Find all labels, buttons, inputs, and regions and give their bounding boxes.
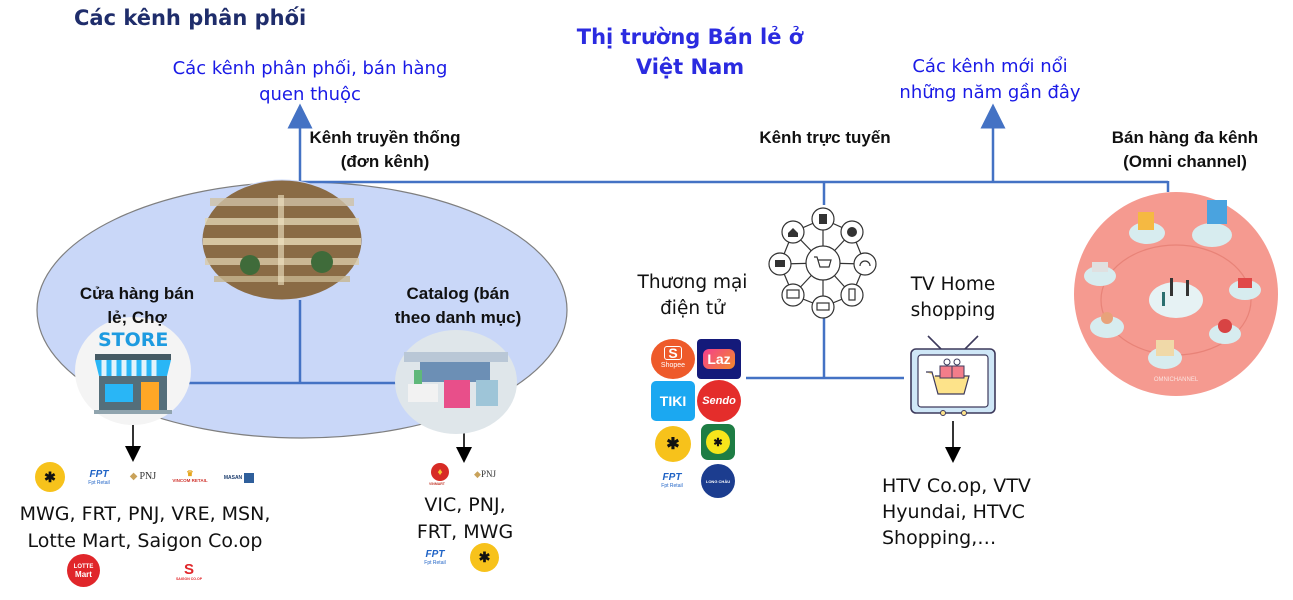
pnj-logo-catalog-text: PNJ [480,469,496,479]
catalog-label-line2: theo danh mục) [394,308,522,327]
tv-label-line2: shopping [910,300,996,321]
longchau-logo: LONG CHÂU [701,464,735,498]
traditional-label-line1: Kênh truyền thống [309,128,461,147]
shopee-logo-text: Shopee [660,362,686,369]
fpt-logo-text: FPT [89,468,109,480]
masan-logo-text: MASAN [223,475,243,481]
emerging-note-line1: Các kênh mới nổi [912,56,1068,77]
vinmart-logo: ♦ [431,463,449,481]
ecommerce-label-line2: điện tử [660,298,725,319]
vinmart-logo-text: VINMART [429,482,445,486]
catalog-players-text: VIC, PNJ, FRT, MWG [395,492,535,546]
pnj-logo-text: PNJ [139,470,157,482]
catalog-label: Catalog (bán theo danh mục) [378,282,538,330]
lazada-logo-text: Laz [703,349,735,369]
traditional-channel-label: Kênh truyền thống (đơn kênh) [300,126,470,174]
lazada-logo: Laz [697,339,741,379]
traditional-label-line2: (đơn kênh) [340,152,430,171]
mwg-logo-ecommerce: ✱ [655,426,691,462]
omnichannel-caption: OMNICHANNEL [1153,377,1199,383]
familiar-channels-note: Các kênh phân phối, bán hàng quen thuộc [150,56,470,108]
omni-label-line2: (Omni channel) [1123,152,1247,171]
section-title: Các kênh phân phối [74,6,307,30]
tv-players-line3: Shopping,… [882,527,997,549]
ecommerce-label-line1: Thương mại [637,272,748,293]
fpt-ecom-sub: Fpt Retail [661,482,683,489]
main-title-line2: Việt Nam [635,55,745,79]
emerging-note-line2: những năm gần đây [899,82,1081,103]
familiar-note-line1: Các kênh phân phối, bán hàng [172,58,448,79]
catalog-players-line1: VIC, PNJ, [424,494,506,516]
catalog-label-line1: Catalog (bán [406,284,510,303]
fpt-catalog-text: FPT [425,548,445,560]
omni-channel-label: Bán hàng đa kênh (Omni channel) [1090,126,1280,174]
tv-home-shopping-label: TV Home shopping [893,272,1013,324]
vincom-retail-logo: ♛VINCOM RETAIL [172,469,208,483]
pnj-logo-catalog: ◆PNJ [474,468,496,480]
masan-logo: MASAN [218,470,260,486]
lotte-mart-logo: LOTTE Mart [67,554,100,587]
tv-players-text: HTV Co.op, VTV Hyundai, HTVC Shopping,… [882,473,1082,551]
tv-players-line2: Hyundai, HTVC [882,501,1025,523]
catalog-players-line2: FRT, MWG [416,521,514,543]
vincom-logo-text: VINCOM RETAIL [172,478,208,483]
saigon-coop-logo-text: SAIGON CO.OP [175,576,203,581]
ecommerce-label: Thương mại điện tử [630,270,755,322]
online-channel-label: Kênh trực tuyến [759,128,891,147]
store-players-line1: MWG, FRT, PNJ, VRE, MSN, [19,503,271,525]
emerging-channels-note: Các kênh mới nổi những năm gần đây [880,54,1100,106]
sendo-logo: Sendo [697,380,741,422]
store-players-text: MWG, FRT, PNJ, VRE, MSN, Lotte Mart, Sai… [10,501,280,555]
fpt-retail-logo-catalog: FPT Fpt Retail [420,544,450,570]
saigon-coop-logo: S SAIGON CO.OP [175,560,203,581]
lotte-logo-line1: LOTTE [73,563,94,570]
pnj-logo: ◆PNJ [129,470,157,482]
fpt-retail-logo: FPT Fpt Retail [84,462,114,492]
omnichannel-image [1074,192,1278,396]
ecommerce-network-icon [768,207,877,319]
fpt-retail-logo-ecommerce: FPT Fpt Retail [655,466,689,494]
main-title: Thị trường Bán lẻ ở Việt Nam [560,22,820,82]
store-label-line1: Cửa hàng bán [79,284,195,303]
tv-label-line1: TV Home [910,274,996,295]
retail-store-label: Cửa hàng bán lẻ; Chợ [62,282,212,330]
tiki-logo: TIKI [651,381,695,421]
fpt-logo-sub: Fpt Retail [88,479,110,486]
shopping-mall-image [201,179,363,301]
store-sign-text: STORE [98,329,169,351]
tv-players-line1: HTV Co.op, VTV [882,475,1031,497]
main-title-line1: Thị trường Bán lẻ ở [576,25,804,49]
tv-shopping-icon [910,335,996,416]
omni-label-line1: Bán hàng đa kênh [1111,128,1259,147]
fpt-catalog-sub: Fpt Retail [424,559,446,566]
lotte-logo-line2: Mart [75,569,92,579]
catalog-store-image [395,330,517,434]
mwg-logo: ✱ [35,462,65,492]
store-icon [75,317,191,425]
store-label-line2: lẻ; Chợ [107,308,167,327]
shopee-logo-s: S [664,346,682,360]
mwg-logo-catalog: ✱ [470,543,499,572]
fpt-ecom-text: FPT [662,471,682,483]
bachhoaxanh-logo: ✱ [701,424,735,460]
shopee-logo: S Shopee [651,339,695,379]
store-players-line2: Lotte Mart, Saigon Co.op [27,530,263,552]
familiar-note-line2: quen thuộc [259,84,361,105]
